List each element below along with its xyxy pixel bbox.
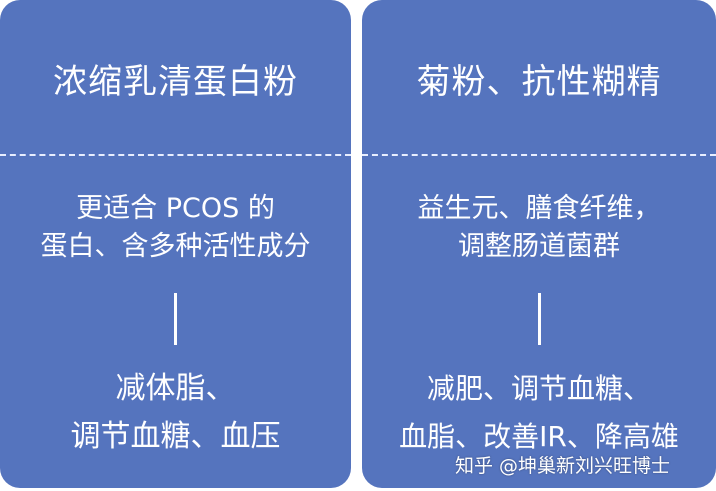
description-line: 调整肠道菌群 [458, 231, 620, 262]
panel-inulin-dextrin: 菊粉、抗性糊精 益生元、膳食纤维， 调整肠道菌群 减肥、调节血糖、 血脂、改善I… [362, 0, 716, 488]
panel-effects: 减肥、调节血糖、 血脂、改善IR、降高雄 [362, 365, 716, 461]
effect-line: 减体脂、 [115, 371, 236, 406]
panel-whey-protein: 浓缩乳清蛋白粉 更适合 PCOS 的 蛋白、含多种活性成分 减体脂、 调节血糖、… [0, 0, 351, 488]
dashed-divider [362, 154, 716, 156]
panel-title: 菊粉、抗性糊精 [416, 62, 662, 102]
panel-title: 浓缩乳清蛋白粉 [53, 62, 298, 102]
panel-description: 益生元、膳食纤维， 调整肠道菌群 [362, 190, 716, 266]
description-line: 蛋白、含多种活性成分 [40, 231, 311, 262]
description-line: 更适合 PCOS 的 [76, 193, 275, 224]
effect-line: 调节血糖、血压 [70, 419, 281, 454]
connector-line [538, 293, 541, 345]
description-line: 益生元、膳食纤维， [417, 193, 661, 224]
panel-description: 更适合 PCOS 的 蛋白、含多种活性成分 [0, 190, 351, 266]
dashed-divider [0, 154, 351, 156]
watermark: 知乎 @坤巢新刘兴旺博士 [455, 455, 671, 477]
panel-effects: 减体脂、 调节血糖、血压 [0, 365, 351, 461]
effect-line: 血脂、改善IR、降高雄 [399, 420, 679, 453]
effect-line: 减肥、调节血糖、 [426, 372, 651, 405]
connector-line [174, 293, 177, 345]
